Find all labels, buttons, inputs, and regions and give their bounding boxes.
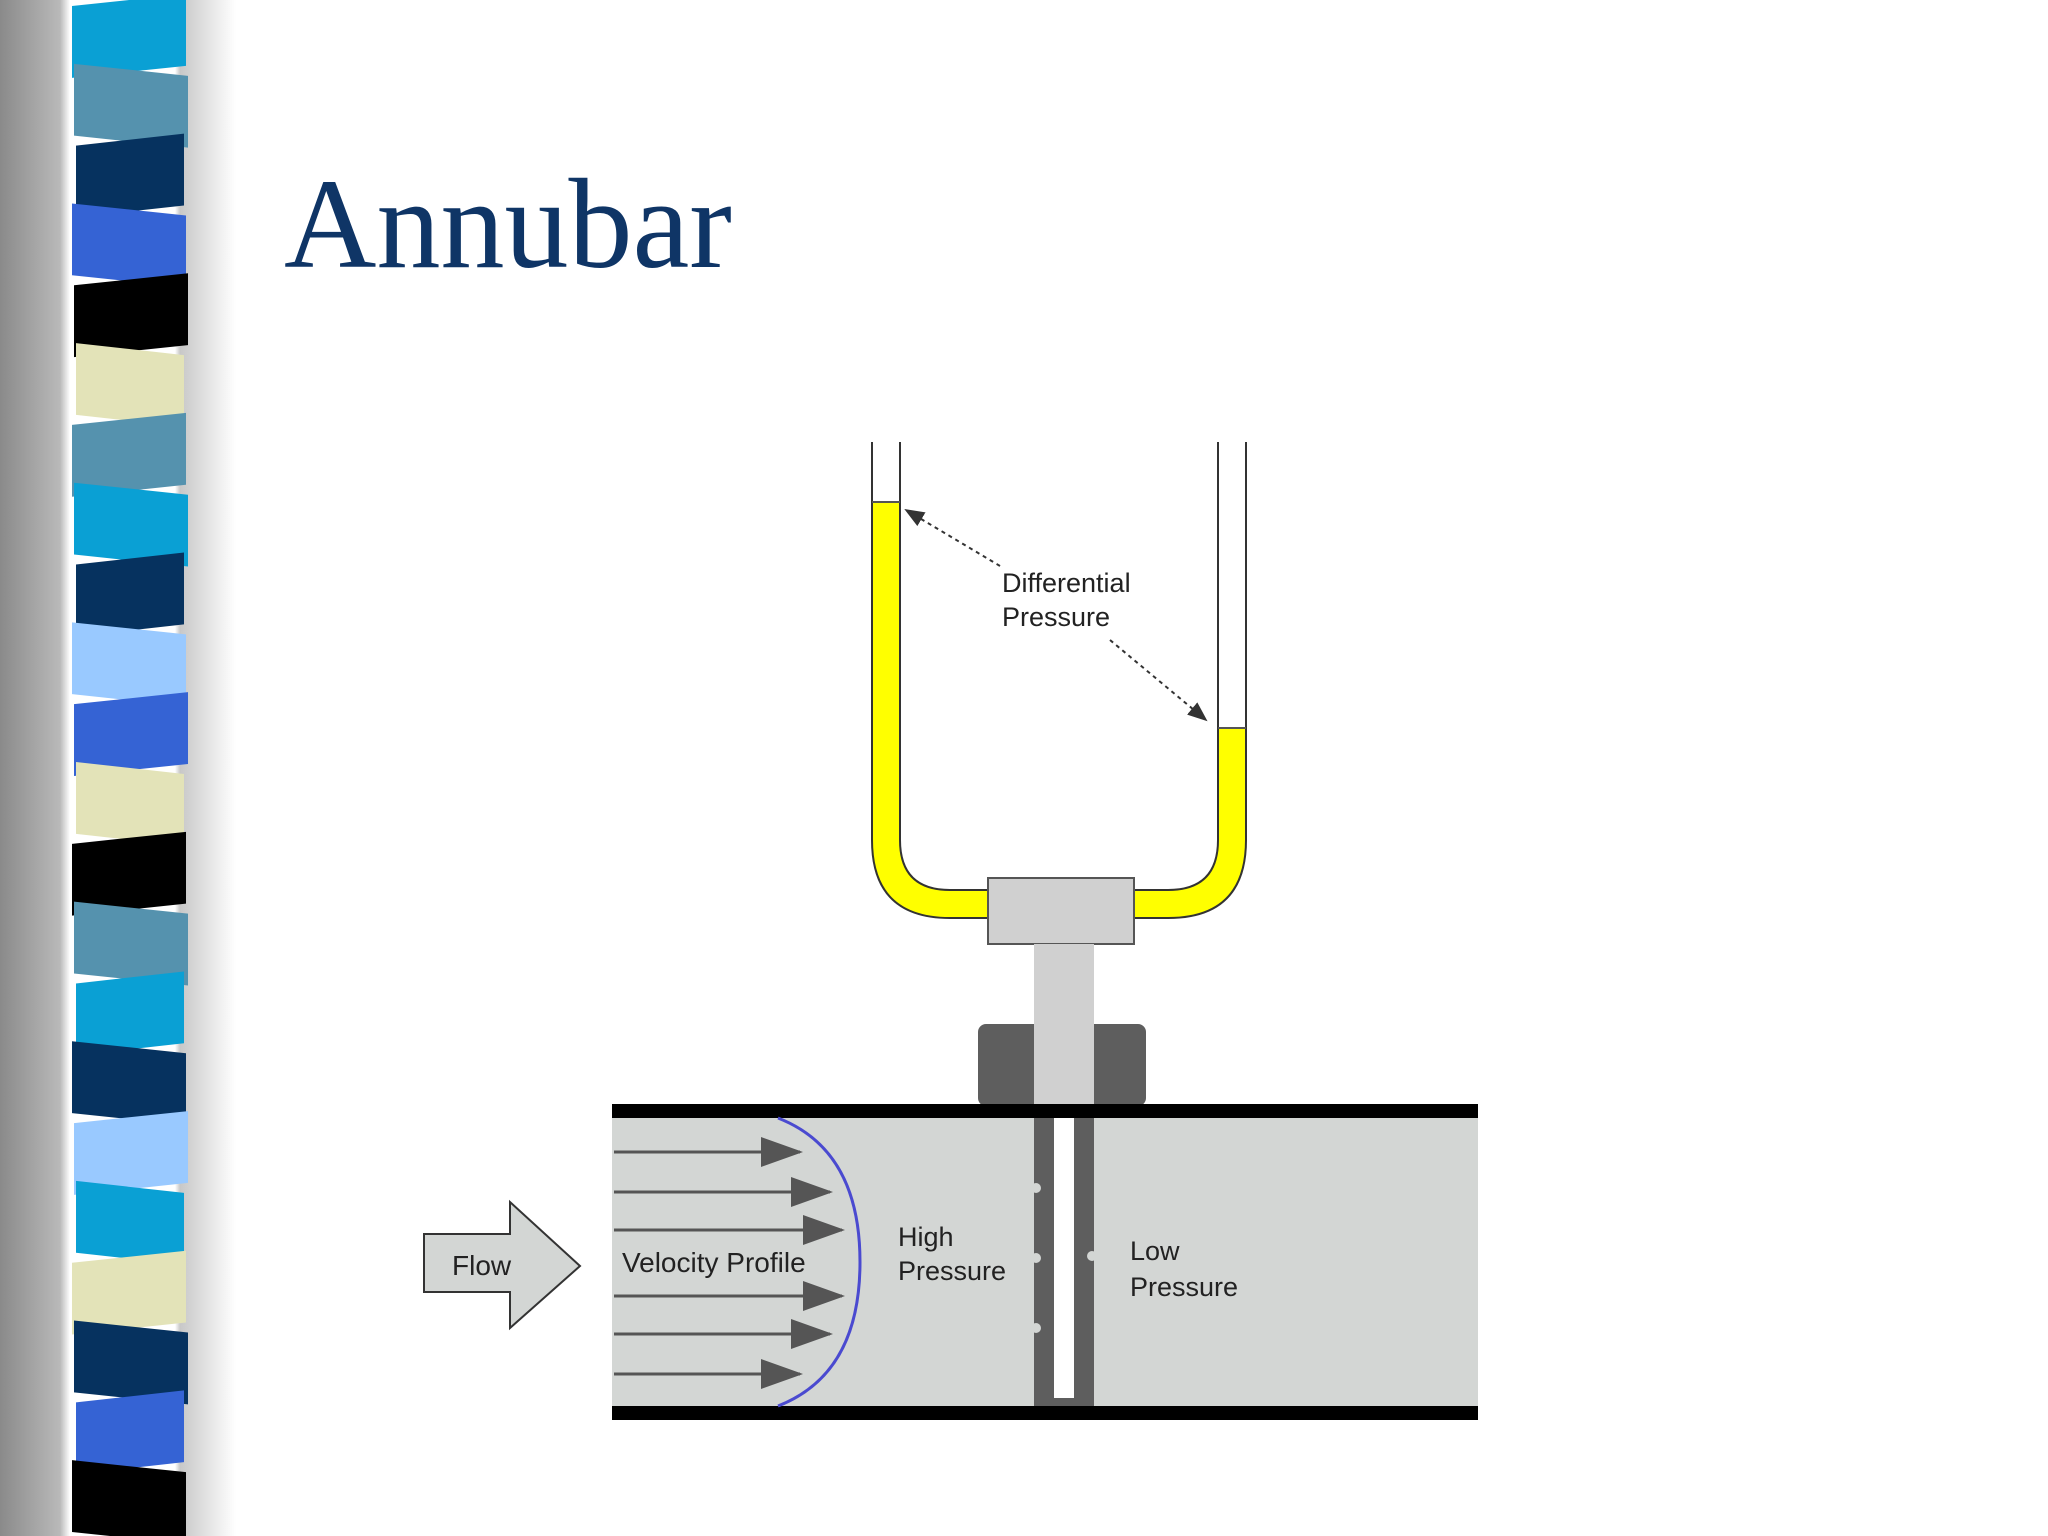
page-title: Annubar [284,153,732,295]
stripe-band [72,0,186,78]
pipe-wall-top [612,1104,1478,1118]
manometer-fluid-bend-right [1130,840,1246,918]
manometer-fluid-bend [872,840,990,918]
stripe-band [74,482,188,567]
stripe-band [76,1390,184,1475]
stripe-band [74,63,188,148]
high-pressure-label-line1: High [898,1222,954,1252]
differential-leader-lower [1109,639,1208,722]
flow-label: Flow [452,1250,512,1281]
annubar-probe-inner [1054,1118,1074,1398]
downstream-port [1087,1251,1097,1261]
stripe-band [74,273,188,358]
stripe-band [74,692,188,776]
manometer-fluid-right [1218,728,1246,840]
stripe-band [74,901,188,986]
high-pressure-label-line2: Pressure [898,1256,1006,1286]
stripe-band [74,1320,188,1405]
upstream-port [1031,1183,1041,1193]
manometer [871,442,1247,919]
manometer-fluid-left [872,502,900,840]
stripe-band [72,412,186,497]
upstream-port [1031,1253,1041,1263]
stripe-band [72,1460,186,1536]
stripe-band [76,762,184,846]
stripe-band [74,1111,188,1195]
stripe-band [76,971,184,1056]
flow-arrow [423,1199,582,1331]
stripe-band [76,133,184,218]
differential-leader-upper [904,508,1001,567]
stripe-band [72,1041,186,1126]
stripe-band [76,552,184,637]
stripe-band [72,622,186,707]
upstream-port [1031,1323,1041,1333]
stem-through-nut [1034,1024,1094,1106]
left-decorative-stripe [72,0,188,1536]
stripe-band [72,203,186,288]
differential-label-line1: Differential [1002,568,1131,598]
stripe-band [72,1250,186,1335]
pipe-wall-bottom [612,1406,1478,1420]
stripe-band [76,343,184,427]
velocity-profile-curve [777,1116,862,1408]
stripe-band [72,831,186,916]
low-pressure-label-line2: Pressure [1130,1272,1238,1302]
differential-label-line2: Pressure [1002,602,1110,632]
velocity-profile-label: Velocity Profile [622,1247,806,1278]
stripe-band [76,1180,184,1265]
manometer-fitting [987,877,1135,945]
low-pressure-label-line1: Low [1130,1236,1180,1266]
